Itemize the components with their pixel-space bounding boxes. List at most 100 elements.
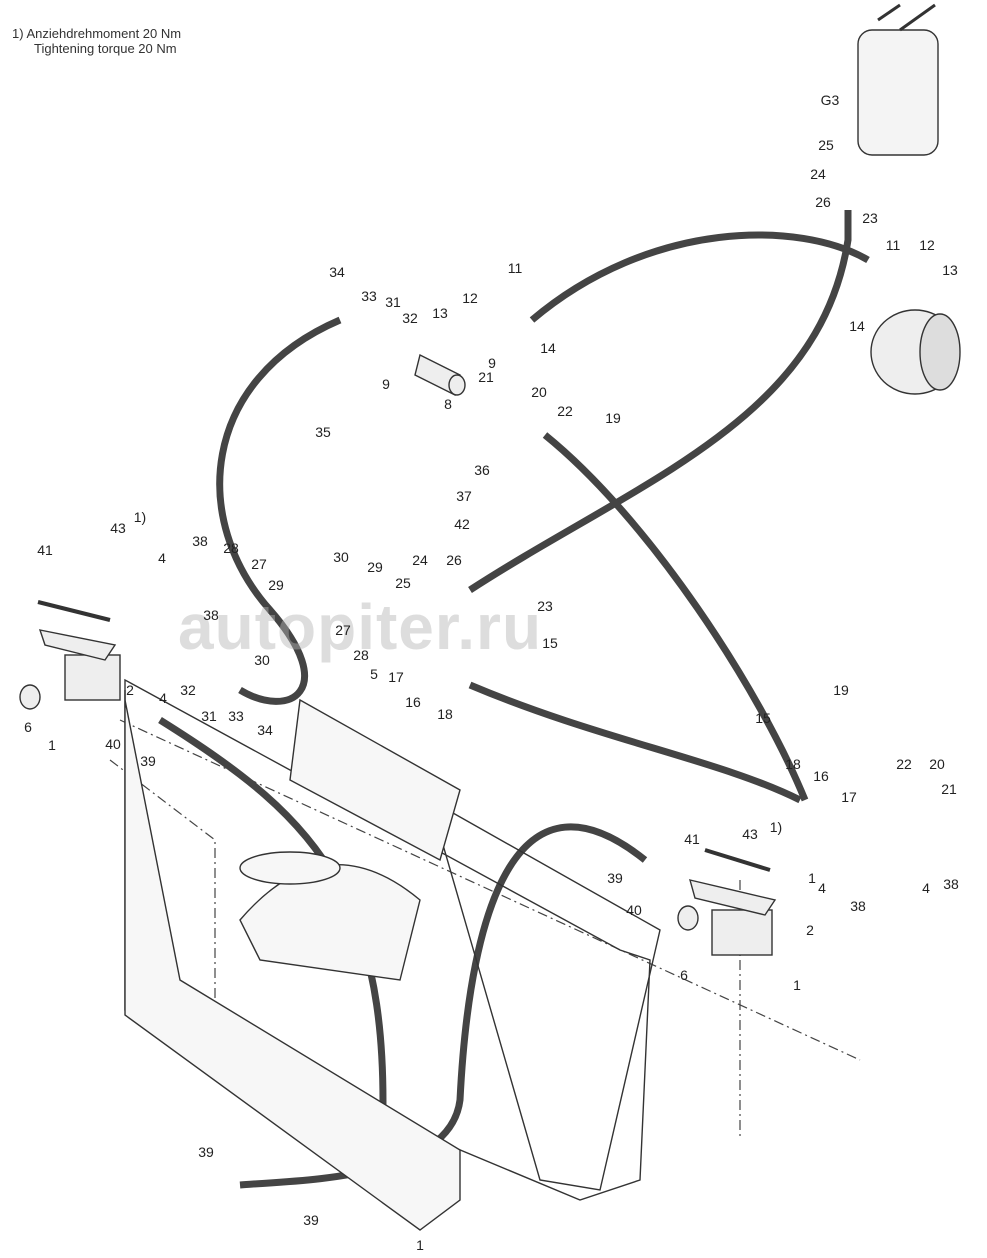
hose-19: [542, 432, 809, 802]
callout-label: 41: [684, 831, 700, 847]
callout-label: 15: [542, 635, 558, 651]
callout-label: 37: [456, 488, 472, 504]
callout-label: 40: [626, 902, 642, 918]
hose-23: [468, 210, 852, 593]
callout-label: 39: [140, 753, 156, 769]
callout-label: 2: [126, 682, 134, 698]
hose-34: [216, 316, 342, 705]
callout-label: 1: [416, 1237, 424, 1253]
callout-label: 29: [367, 559, 383, 575]
callout-label: 33: [228, 708, 244, 724]
valve-8: [414, 353, 466, 397]
callout-label: 1): [769, 819, 783, 835]
callout-label: 13: [432, 305, 448, 321]
callout-label: 28: [223, 540, 239, 556]
callout-label: 28: [353, 647, 369, 663]
hoses: [158, 210, 870, 1189]
callout-label: 36: [474, 462, 490, 478]
callout-label: 32: [402, 310, 418, 326]
callout-label: 11: [507, 260, 523, 276]
callout-label: 4: [818, 880, 826, 896]
callout-label: 25: [818, 137, 834, 153]
callout-label: 12: [919, 237, 935, 253]
callout-label: 43: [110, 520, 126, 536]
hose-15: [468, 681, 802, 804]
callout-label: 5: [370, 666, 378, 682]
callout-label: 39: [198, 1144, 214, 1160]
callout-label: 38: [850, 898, 866, 914]
callout-label: 12: [462, 290, 478, 306]
right-pedal: [677, 848, 777, 956]
callout-label: 31: [201, 708, 217, 724]
callout-label: 33: [361, 288, 377, 304]
callout-label: 41: [37, 542, 53, 558]
callout-label: 1: [48, 737, 56, 753]
callout-label: 27: [335, 622, 351, 638]
callout-label: 35: [315, 424, 331, 440]
callout-label: 26: [815, 194, 831, 210]
callout-label: 25: [395, 575, 411, 591]
torque-note-english: Tightening torque 20 Nm: [34, 41, 177, 56]
hose-39b: [239, 823, 648, 1189]
callout-label: 1: [808, 870, 816, 886]
hose-11: [529, 231, 870, 323]
callout-label: 2: [806, 922, 814, 938]
callout-label: 42: [454, 516, 470, 532]
callout-label: 23: [537, 598, 553, 614]
callout-label: 29: [268, 577, 284, 593]
callout-label: 4: [922, 880, 930, 896]
callout-label: 8: [444, 396, 452, 412]
callout-label: 19: [833, 682, 849, 698]
callout-label: 22: [896, 756, 912, 772]
left-pedal: [19, 600, 121, 710]
air-tank: [857, 3, 939, 156]
callout-label: 1: [793, 977, 801, 993]
callout-label: 24: [810, 166, 826, 182]
callout-label: 13: [942, 262, 958, 278]
callout-label: 9: [382, 376, 390, 392]
callout-label: 20: [929, 756, 945, 772]
callout-label: 21: [941, 781, 957, 797]
callout-label: 39: [607, 870, 623, 886]
callout-label: 43: [742, 826, 758, 842]
callout-label: 32: [180, 682, 196, 698]
callout-label: 6: [680, 967, 688, 983]
callout-label: 1): [133, 509, 147, 525]
cab-frame: [124, 678, 661, 1231]
callout-label: 34: [329, 264, 345, 280]
callout-label: 4: [159, 690, 167, 706]
callout-label: 22: [557, 403, 573, 419]
callout-label: 17: [388, 669, 404, 685]
callout-label: 16: [405, 694, 421, 710]
callout-label: 16: [813, 768, 829, 784]
callout-label: 38: [192, 533, 208, 549]
callout-label: 30: [254, 652, 270, 668]
callout-label: 9: [488, 355, 496, 371]
callout-label: G3: [820, 92, 840, 108]
callout-label: 23: [862, 210, 878, 226]
callout-label: 31: [385, 294, 401, 310]
callout-label: 14: [849, 318, 865, 334]
callout-label: 18: [437, 706, 453, 722]
callout-label: 24: [412, 552, 428, 568]
callout-label: 20: [531, 384, 547, 400]
callout-label: 40: [105, 736, 121, 752]
callout-label: 38: [943, 876, 959, 892]
callout-label: 18: [785, 756, 801, 772]
callout-label: 14: [540, 340, 556, 356]
callout-label: 30: [333, 549, 349, 565]
torque-note: 1) Anziehdrehmoment 20 Nm Tightening tor…: [12, 26, 181, 56]
callout-label: 19: [605, 410, 621, 426]
callout-label: 26: [446, 552, 462, 568]
callout-label: 34: [257, 722, 273, 738]
callout-label: 15: [755, 710, 771, 726]
callout-label: 27: [251, 556, 267, 572]
watermark: autopiter.ru: [178, 591, 543, 663]
callout-label: 6: [24, 719, 32, 735]
callout-label: 17: [841, 789, 857, 805]
callout-label: 39: [303, 1212, 319, 1228]
callout-label: 21: [478, 369, 494, 385]
callout-label: 11: [885, 237, 901, 253]
